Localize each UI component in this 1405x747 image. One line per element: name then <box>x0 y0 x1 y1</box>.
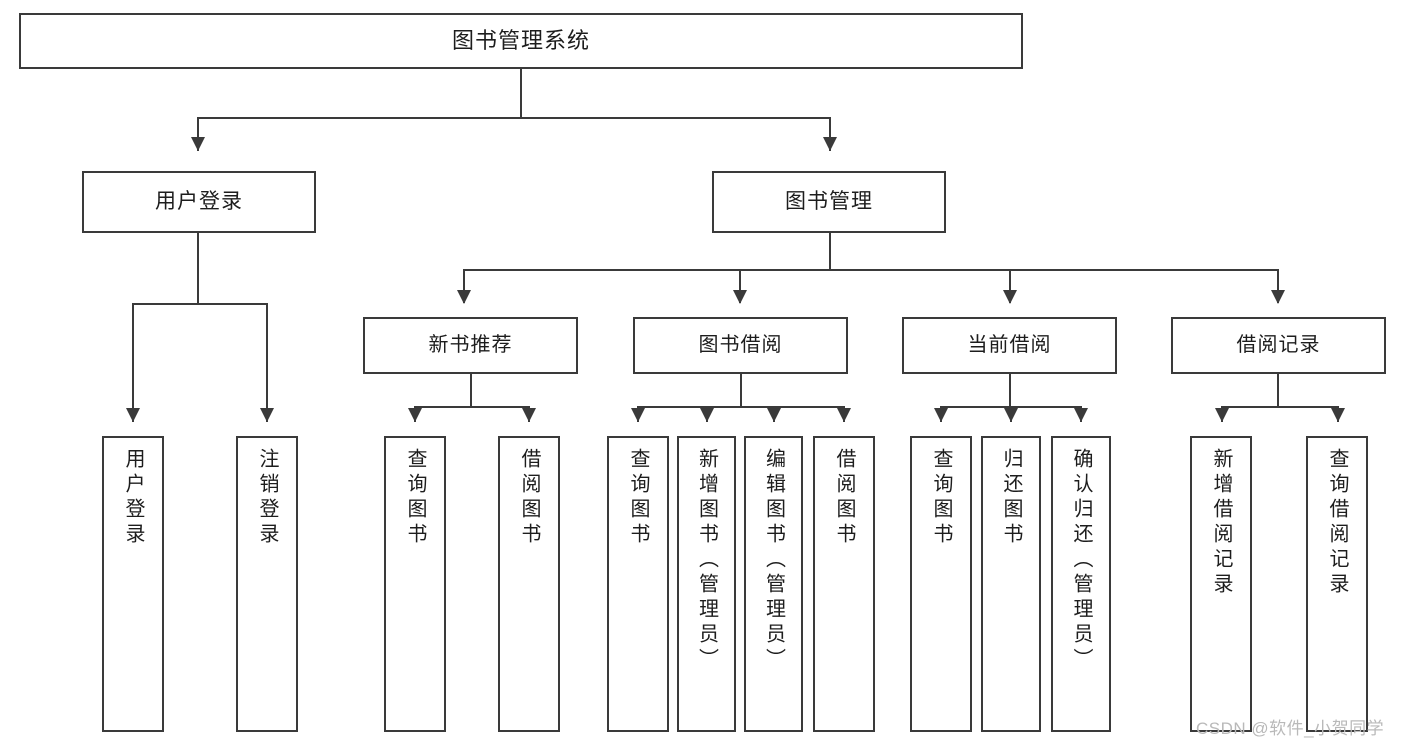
connector-borrow-record-stem <box>1277 374 1279 406</box>
connector-book-management-stem <box>829 233 831 269</box>
arrow-book-borrow-to-leaf-3 <box>767 408 781 422</box>
leaf-borrow-borrow-book[interactable]: 借阅图书 <box>813 436 875 732</box>
arrow-root-to-user-login <box>191 137 205 151</box>
arrow-book-borrow-to-leaf-2 <box>700 408 714 422</box>
leaf-borrow-query-book[interactable]: 查询图书 <box>607 436 669 732</box>
arrow-bm-to-new-book <box>457 290 471 304</box>
connector-current-borrow-stem <box>1009 374 1011 406</box>
arrow-borrow-record-to-leaf-1 <box>1215 408 1229 422</box>
arrow-bm-to-current-borrow <box>1003 290 1017 304</box>
node-label: 用户登录 <box>122 448 144 548</box>
leaf-borrow-add-book-admin[interactable]: 新增图书（管理员） <box>677 436 736 732</box>
node-label: 归还图书 <box>1000 448 1022 548</box>
connector-bm-to-book-borrow <box>739 269 741 303</box>
connector-borrow-record-bus <box>1221 406 1339 408</box>
arrow-root-to-book-management <box>823 137 837 151</box>
node-current-borrow[interactable]: 当前借阅 <box>902 317 1117 374</box>
node-label: 图书管理 <box>785 189 873 213</box>
arrow-bm-to-borrow-record <box>1271 290 1285 304</box>
node-root-book-management-system[interactable]: 图书管理系统 <box>19 13 1023 69</box>
node-label: 图书借阅 <box>698 334 783 356</box>
leaf-current-return-book[interactable]: 归还图书 <box>981 436 1041 732</box>
node-label: 借阅图书 <box>833 448 855 548</box>
connector-user-login-to-leaf-2 <box>266 303 268 422</box>
arrow-new-book-to-leaf-1 <box>408 408 422 422</box>
connector-book-borrow-bus <box>637 406 845 408</box>
connector-new-book-bus <box>414 406 530 408</box>
arrow-current-borrow-to-leaf-1 <box>934 408 948 422</box>
leaf-borrow-edit-book-admin[interactable]: 编辑图书（管理员） <box>744 436 803 732</box>
node-borrow-record[interactable]: 借阅记录 <box>1171 317 1386 374</box>
arrow-book-borrow-to-leaf-1 <box>631 408 645 422</box>
node-label: 查询图书 <box>627 448 649 548</box>
node-label: 查询图书 <box>404 448 426 548</box>
arrow-current-borrow-to-leaf-2 <box>1004 408 1018 422</box>
connector-user-login-stem <box>197 233 199 303</box>
arrow-new-book-to-leaf-2 <box>522 408 536 422</box>
connector-root-to-user-login <box>197 117 199 151</box>
arrow-user-login-to-leaf-1 <box>126 408 140 422</box>
arrow-borrow-record-to-leaf-2 <box>1331 408 1345 422</box>
arrow-current-borrow-to-leaf-3 <box>1074 408 1088 422</box>
connector-root-to-book-management <box>829 117 831 151</box>
node-label: 用户登录 <box>155 189 243 213</box>
node-label: 新增借阅记录 <box>1210 448 1232 598</box>
node-label: 借阅图书 <box>518 448 540 548</box>
arrow-user-login-to-leaf-2 <box>260 408 274 422</box>
connector-bm-to-current-borrow <box>1009 269 1011 303</box>
node-book-borrow[interactable]: 图书借阅 <box>633 317 848 374</box>
arrow-book-borrow-to-leaf-4 <box>837 408 851 422</box>
connector-root-stem <box>520 69 522 117</box>
connector-user-login-to-leaf-1 <box>132 303 134 422</box>
node-label: 当前借阅 <box>967 334 1052 356</box>
node-label: 确认归还（管理员） <box>1070 448 1092 673</box>
node-label: 借阅记录 <box>1236 334 1321 356</box>
node-label: 新增图书（管理员） <box>695 448 718 673</box>
connector-book-borrow-stem <box>740 374 742 406</box>
node-label: 新书推荐 <box>428 334 513 356</box>
connector-bm-to-new-book <box>463 269 465 303</box>
node-label: 编辑图书（管理员） <box>762 448 785 673</box>
leaf-record-add-borrow-record[interactable]: 新增借阅记录 <box>1190 436 1252 732</box>
node-label: 注销登录 <box>256 448 278 548</box>
leaf-new-book-borrow-book[interactable]: 借阅图书 <box>498 436 560 732</box>
connector-bm-to-borrow-record <box>1277 269 1279 303</box>
leaf-current-query-book[interactable]: 查询图书 <box>910 436 972 732</box>
leaf-logout[interactable]: 注销登录 <box>236 436 298 732</box>
connector-root-bus <box>197 117 831 119</box>
leaf-user-login-action[interactable]: 用户登录 <box>102 436 164 732</box>
node-label: 图书管理系统 <box>451 28 590 54</box>
leaf-new-book-query-book[interactable]: 查询图书 <box>384 436 446 732</box>
node-new-book-recommend[interactable]: 新书推荐 <box>363 317 578 374</box>
node-label: 查询借阅记录 <box>1326 448 1348 598</box>
node-user-login[interactable]: 用户登录 <box>82 171 316 233</box>
connector-user-login-bus <box>132 303 266 305</box>
leaf-record-query-borrow-record[interactable]: 查询借阅记录 <box>1306 436 1368 732</box>
node-label: 查询图书 <box>930 448 952 548</box>
leaf-current-confirm-return-admin[interactable]: 确认归还（管理员） <box>1051 436 1111 732</box>
node-book-management[interactable]: 图书管理 <box>712 171 946 233</box>
arrow-bm-to-book-borrow <box>733 290 747 304</box>
connector-new-book-stem <box>470 374 472 406</box>
connector-book-management-bus <box>463 269 1277 271</box>
